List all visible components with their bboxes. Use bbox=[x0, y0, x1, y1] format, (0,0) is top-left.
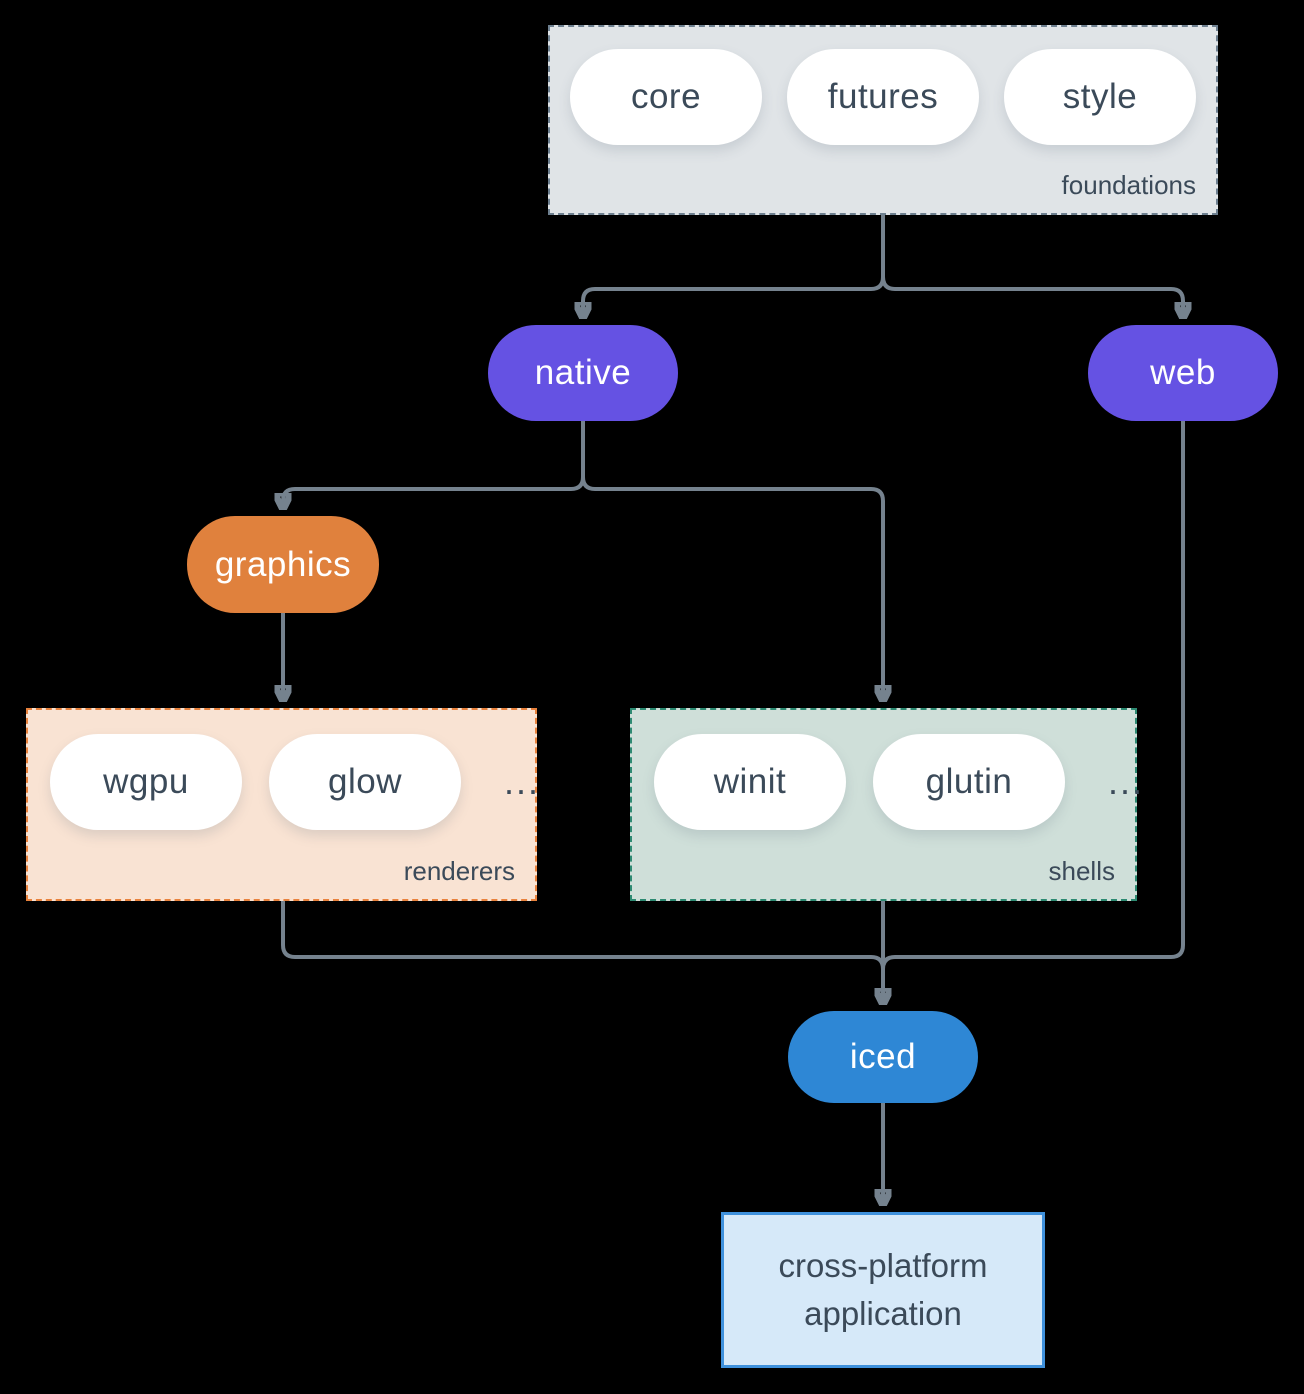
node-glow: glow bbox=[269, 734, 461, 830]
edge-renderers-iced bbox=[281, 901, 883, 1000]
node-futures: futures bbox=[787, 49, 979, 145]
node-web: web bbox=[1088, 325, 1278, 421]
foundations-items-row: core futures style bbox=[550, 27, 1216, 145]
group-foundations: core futures style foundations bbox=[548, 25, 1218, 215]
edge-native-shells bbox=[581, 421, 883, 697]
group-renderers: wgpu glow ... renderers bbox=[26, 708, 538, 901]
shells-ellipsis: ... bbox=[1108, 761, 1145, 802]
node-graphics: graphics bbox=[187, 516, 379, 613]
node-style: style bbox=[1004, 49, 1196, 145]
node-glutin: glutin bbox=[873, 734, 1065, 830]
application-label-line2: application bbox=[804, 1295, 962, 1332]
edge-foundations-native bbox=[583, 215, 885, 314]
shells-label: shells bbox=[1048, 856, 1115, 886]
edge-foundations-web bbox=[881, 215, 1183, 314]
renderers-ellipsis: ... bbox=[504, 761, 541, 802]
edge-native-graphics bbox=[283, 421, 585, 505]
node-winit: winit bbox=[654, 734, 846, 830]
shells-items-row: winit glutin ... bbox=[632, 710, 1142, 830]
foundations-label: foundations bbox=[1061, 170, 1196, 200]
node-core: core bbox=[570, 49, 762, 145]
node-native: native bbox=[488, 325, 678, 421]
node-iced: iced bbox=[788, 1011, 978, 1103]
application-label-line1: cross-platform bbox=[778, 1247, 988, 1284]
renderers-items-row: wgpu glow ... bbox=[28, 710, 538, 830]
node-cross-platform-application: cross-platform application bbox=[721, 1212, 1045, 1368]
renderers-label: renderers bbox=[403, 856, 515, 886]
group-shells: winit glutin ... shells bbox=[630, 708, 1142, 901]
node-wgpu: wgpu bbox=[50, 734, 242, 830]
